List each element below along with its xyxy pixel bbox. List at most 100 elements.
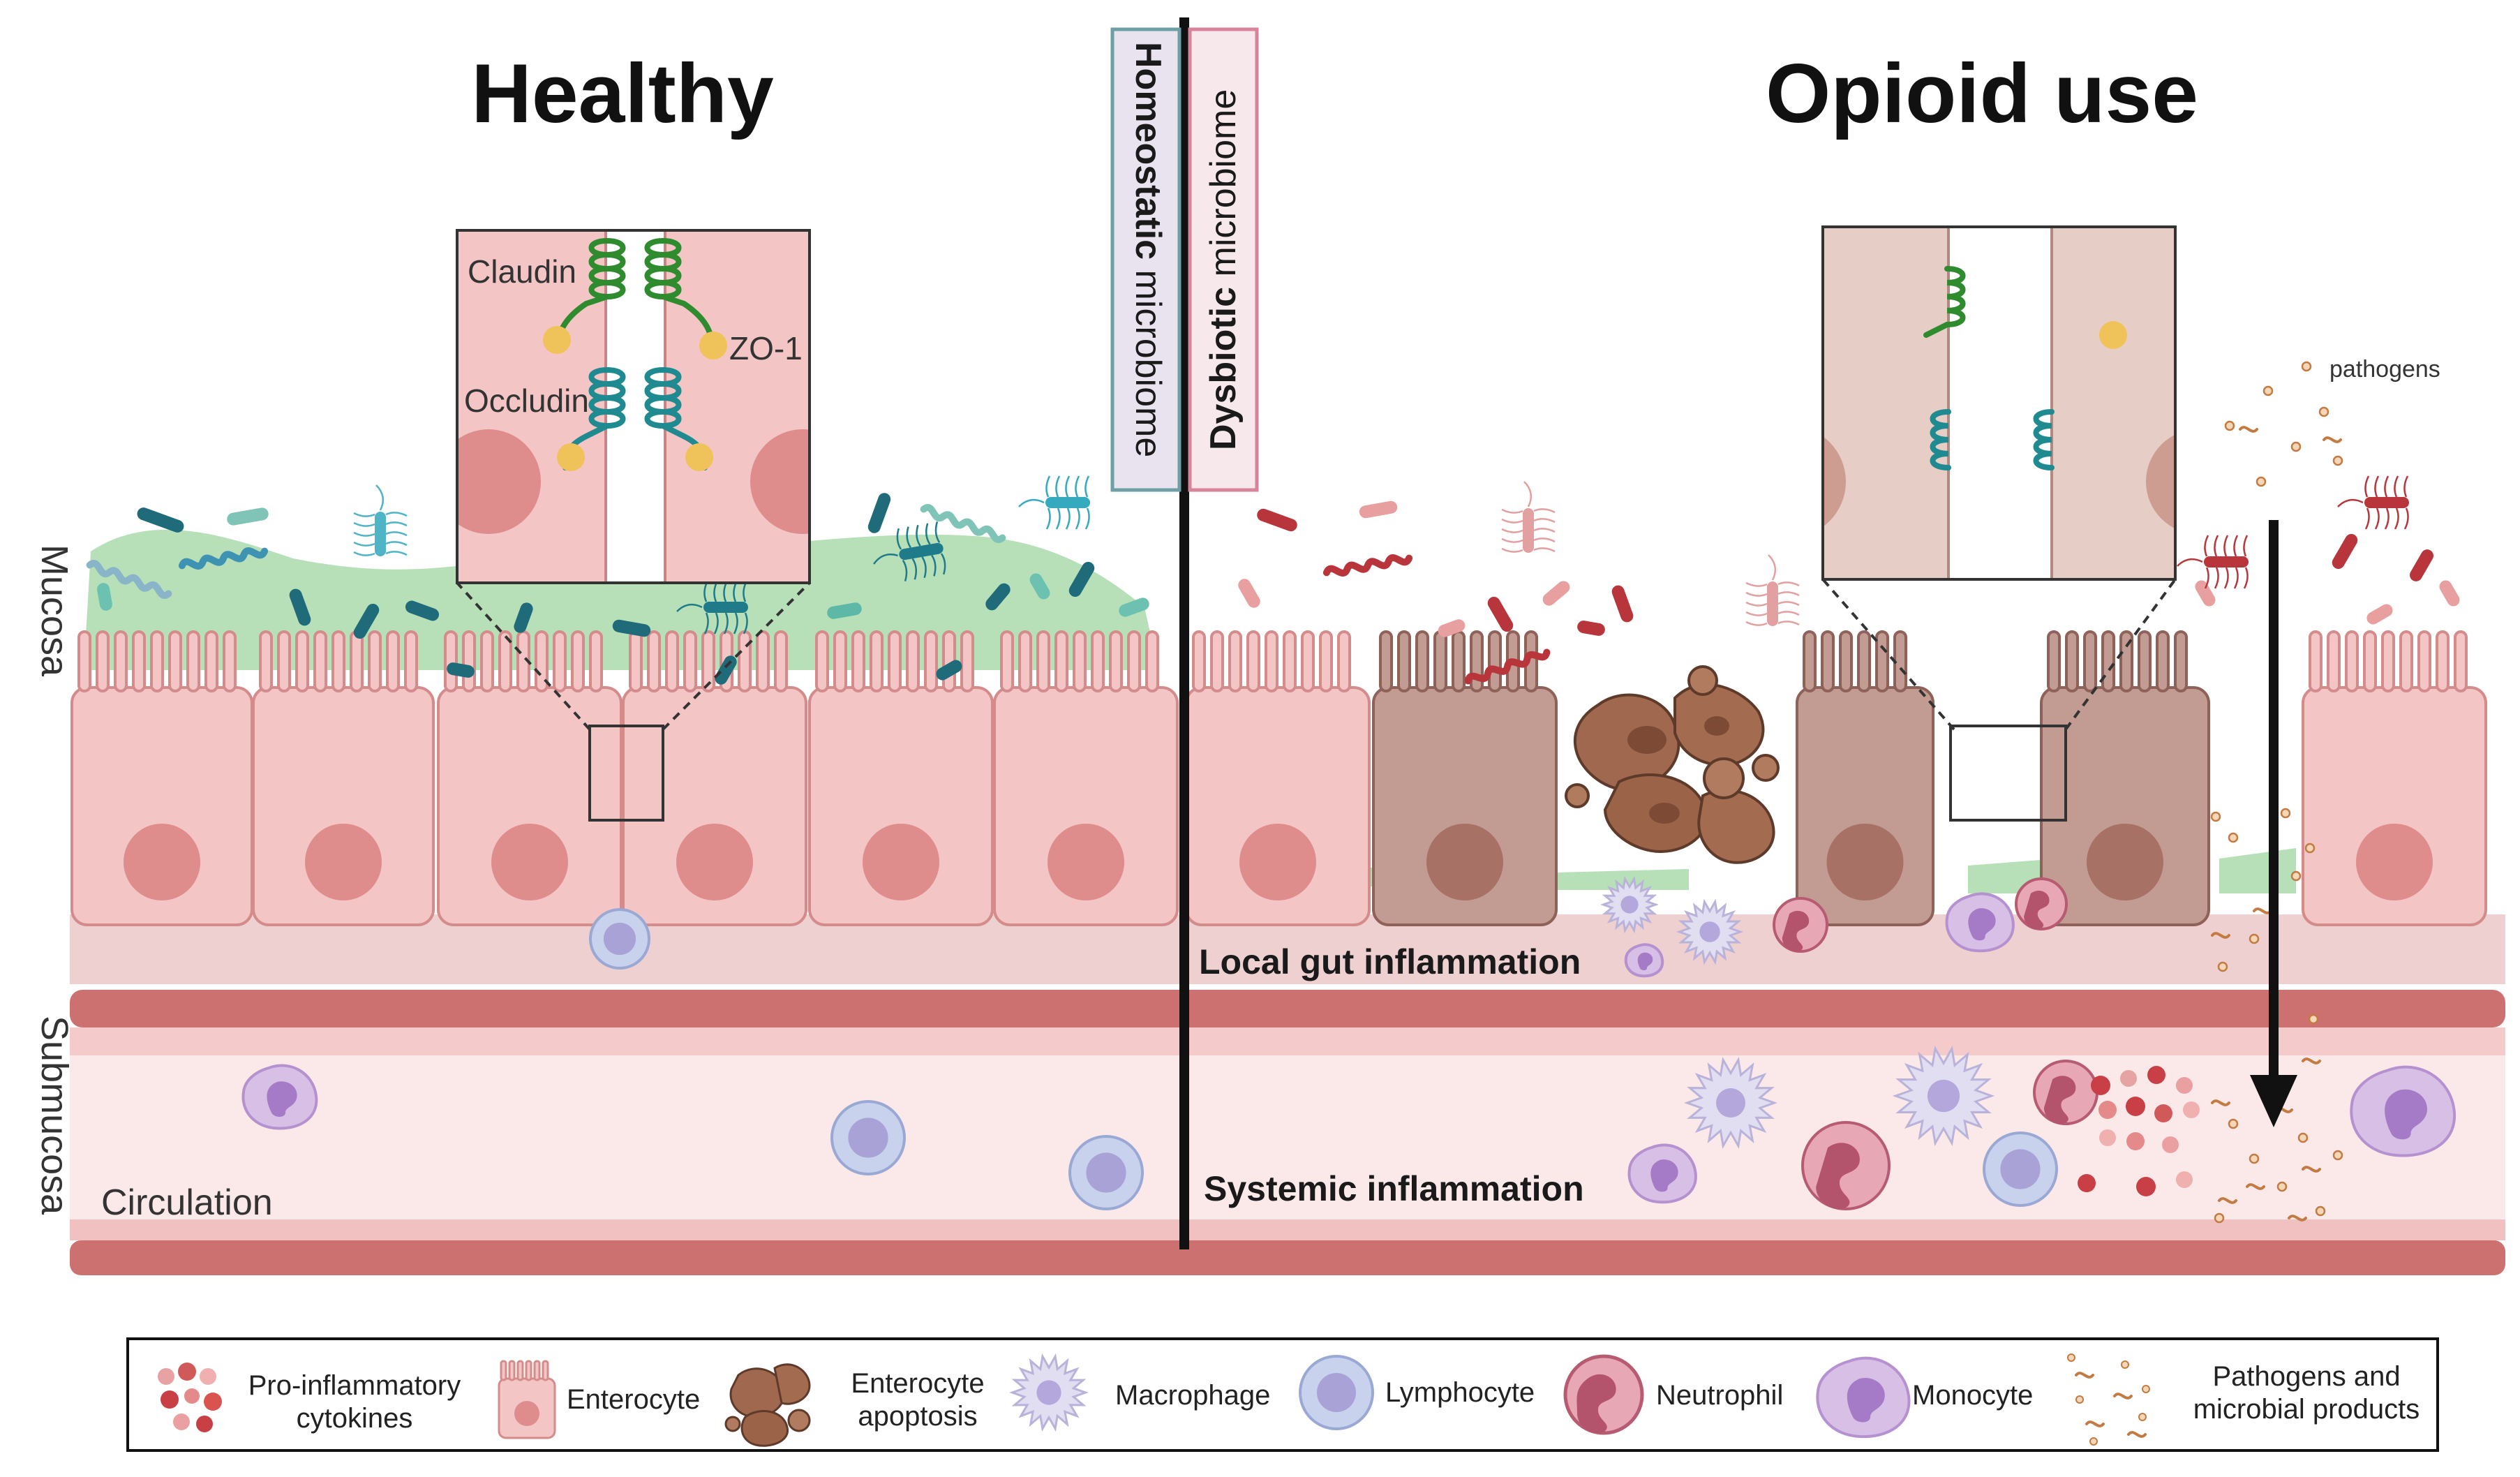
flagellum <box>385 541 408 547</box>
enterocyte <box>70 630 253 926</box>
bacterium-rod <box>2332 533 2358 570</box>
cytokine <box>2176 1077 2193 1094</box>
microvillus <box>1265 630 1278 692</box>
flagellum <box>896 528 902 550</box>
microvillus <box>960 630 974 692</box>
flagellum <box>1523 481 1533 507</box>
bacterium-rod <box>1438 619 1466 637</box>
flagellum <box>723 612 729 634</box>
neutrophil-nucleus <box>1816 1143 1860 1210</box>
microbial-product <box>2224 420 2235 431</box>
legend-macrophage-label: Macrophage <box>1115 1380 1270 1411</box>
flagellum <box>2233 535 2239 557</box>
legend-enterocyte-icon <box>498 1360 556 1439</box>
pathogenic-bacterium <box>1438 619 1466 637</box>
microvillus <box>2381 630 2395 692</box>
microvillus <box>1857 630 1871 692</box>
flagellum <box>353 512 375 517</box>
microvillus <box>295 630 309 692</box>
bacterium-rod <box>1068 561 1095 598</box>
microvillus <box>404 630 418 692</box>
flagellum <box>1533 537 1556 543</box>
microbial-product <box>2228 832 2239 843</box>
microvillus <box>350 630 364 692</box>
commensal-bacterium <box>1018 475 1090 530</box>
microvillus <box>2454 630 2468 692</box>
nucleus <box>676 824 753 900</box>
cytokine <box>2176 1171 2193 1188</box>
macrophage-nucleus <box>1716 1088 1745 1118</box>
microvillus <box>2436 630 2450 692</box>
flagellum <box>1777 591 1800 597</box>
microvillus <box>888 630 902 692</box>
commensal-bacterium <box>514 602 533 633</box>
monocyte <box>2350 1065 2456 1157</box>
flagellum <box>2204 567 2209 589</box>
neutrophil <box>1801 1121 1891 1210</box>
flagellum <box>925 523 931 545</box>
cytokine <box>2120 1070 2137 1087</box>
flagellum <box>1501 508 1523 514</box>
legend-monocyte-label: Monocyte <box>1912 1380 2033 1411</box>
homeostatic-microbiome-label: Homeostatic microbiome <box>1128 42 1168 457</box>
pathogenic-bacterium <box>2195 580 2216 607</box>
bacterium-body <box>1045 497 1090 508</box>
monocyte <box>1627 1143 1697 1204</box>
microvillus <box>683 630 697 692</box>
pathogenic-bacterium <box>1238 579 1260 608</box>
commensal-bacterium <box>936 660 962 681</box>
neutrophil-nucleus <box>2024 890 2050 930</box>
monocyte-nucleus <box>267 1081 297 1117</box>
microbial-product <box>2249 1153 2260 1164</box>
lymphocyte-nucleus <box>1086 1152 1126 1193</box>
commensal-bacterium <box>447 662 475 678</box>
zoom-box-healthy <box>588 725 664 822</box>
microbial-product <box>2249 933 2260 944</box>
pathogenic-bacterium <box>1322 554 1413 577</box>
bacterium-rod <box>2410 549 2433 581</box>
microvillus <box>870 630 884 692</box>
microvillus <box>2399 630 2413 692</box>
flagellum <box>916 524 921 547</box>
lymphocyte <box>1068 1135 1144 1210</box>
bacterium-rod <box>97 583 112 611</box>
flagellum <box>2337 498 2364 507</box>
pathogen-fragment <box>2211 1099 2230 1106</box>
flagellum <box>1777 601 1800 607</box>
microvillus <box>851 630 865 692</box>
legend-macrophage-icon <box>1009 1353 1089 1432</box>
flagellum <box>1055 475 1061 498</box>
microvillus <box>1091 630 1105 692</box>
monocyte <box>1624 943 1664 978</box>
cytokine <box>2136 1177 2156 1196</box>
apoptotic-enterocyte <box>2040 630 2210 926</box>
flagellum <box>1533 547 1556 553</box>
flagellum <box>1075 507 1080 530</box>
bacterium-rod <box>1611 585 1634 623</box>
flagellum <box>1065 475 1071 498</box>
translocation-arrowhead <box>2250 1075 2297 1127</box>
nucleus <box>124 824 200 900</box>
flagellum <box>703 612 709 634</box>
pathogenic-bacterium <box>2332 533 2358 570</box>
pathogen-fragment <box>2253 907 2272 914</box>
flagellum <box>2364 475 2370 498</box>
bacterium-rod <box>936 660 962 681</box>
nucleus <box>863 824 939 900</box>
flagellum <box>2243 535 2249 557</box>
flagellum <box>385 551 408 556</box>
bacterium-rod <box>1119 598 1149 617</box>
macrophage <box>1684 1056 1777 1150</box>
microvillus <box>462 630 476 692</box>
bacterium-rod <box>447 662 475 678</box>
pathogenic-bacterium <box>1464 648 1551 685</box>
flagellum <box>2214 567 2219 589</box>
nucleus <box>1047 824 1124 900</box>
microvillus <box>313 630 327 692</box>
flagellum <box>733 612 738 634</box>
commensal-bacterium <box>353 603 380 639</box>
microvillus <box>2083 630 2097 692</box>
microvillus <box>1415 630 1429 692</box>
flagellum <box>1084 475 1090 498</box>
flagellum <box>1501 518 1523 524</box>
